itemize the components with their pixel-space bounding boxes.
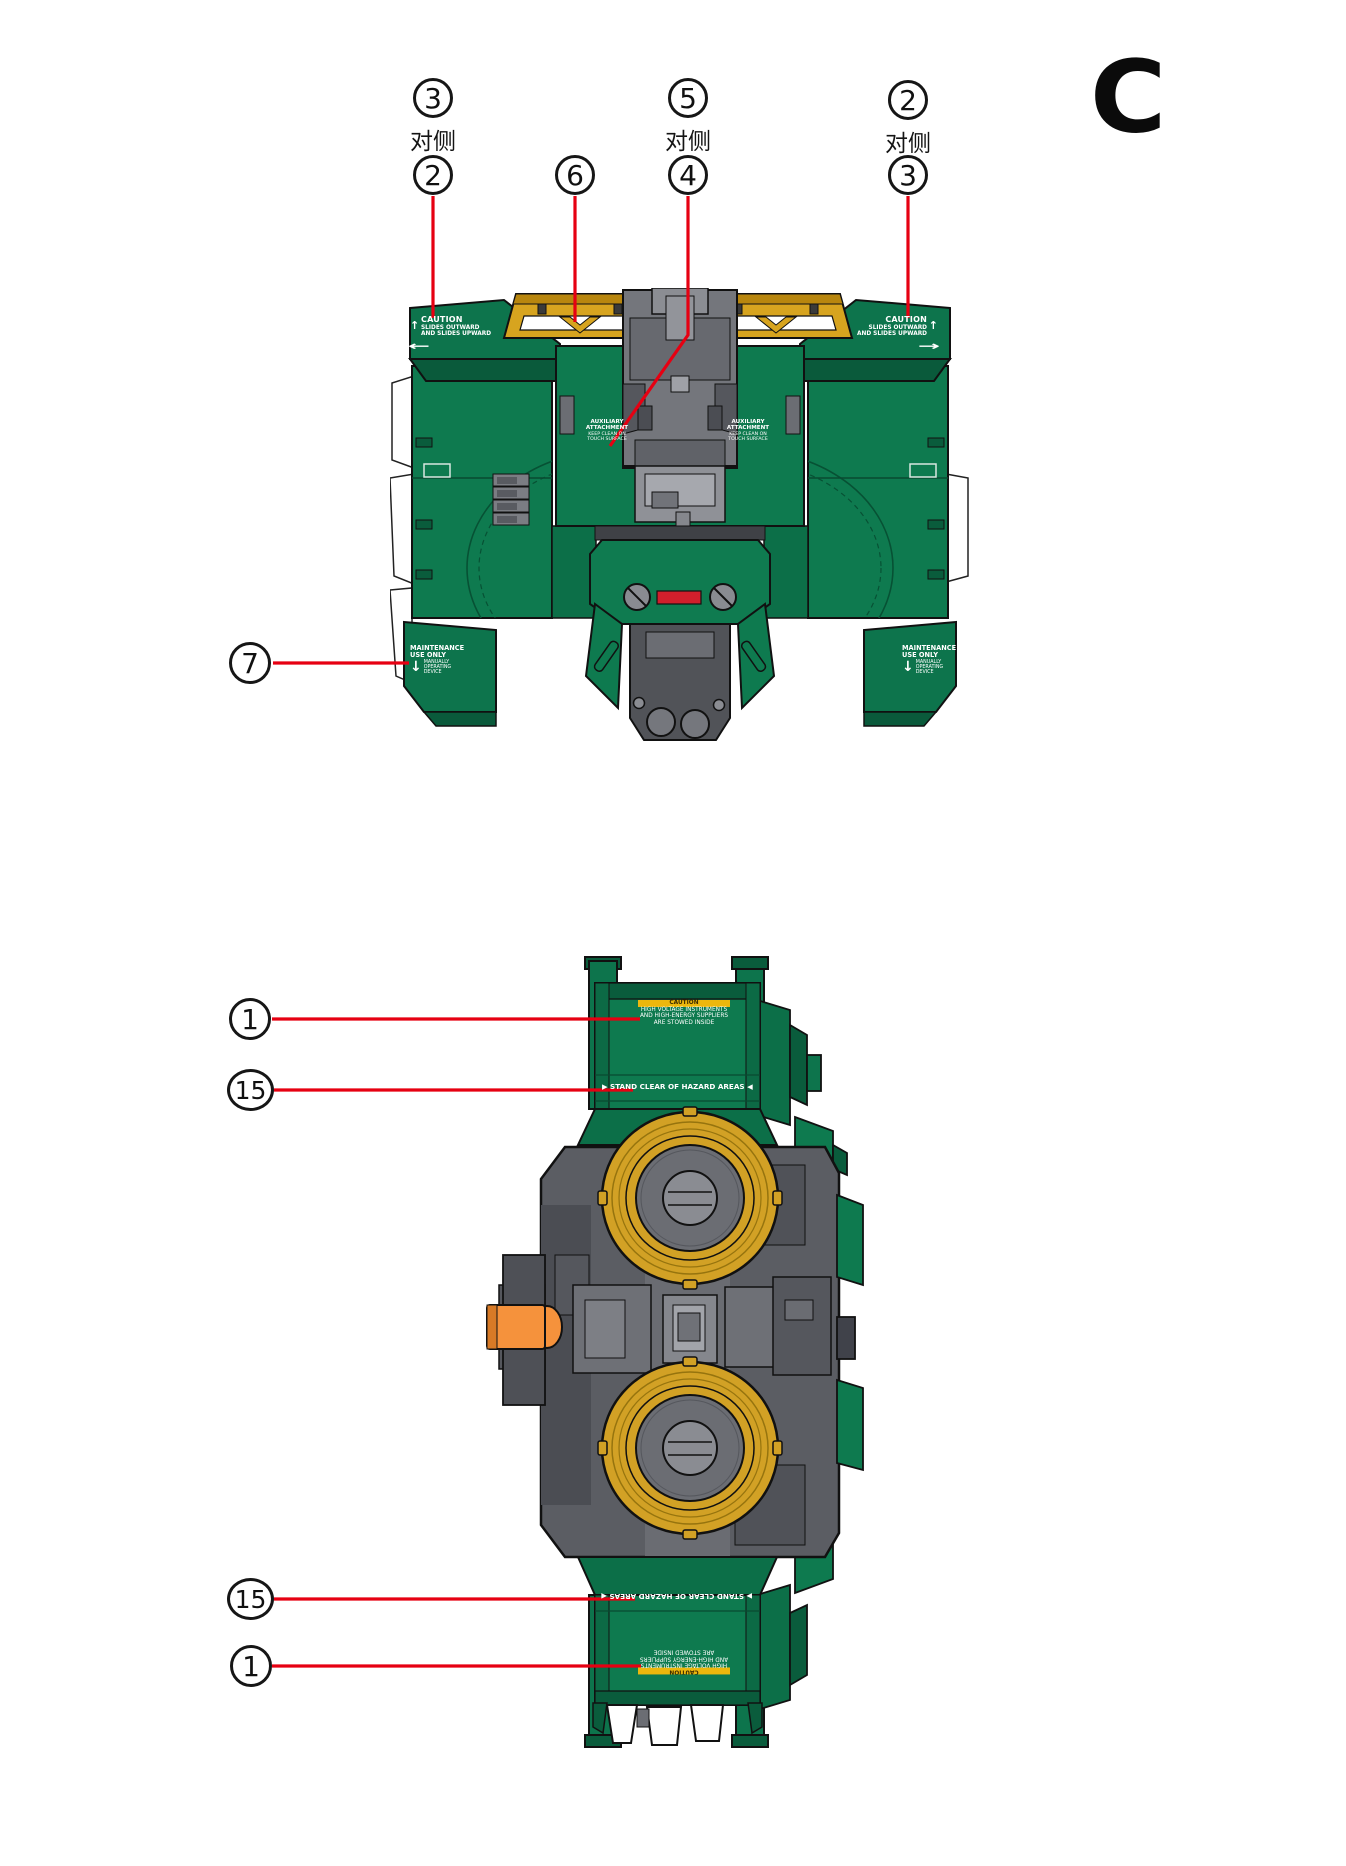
callout-4: 4 <box>668 155 708 195</box>
torso-vent-left <box>559 395 575 435</box>
right-arrow-icon: → <box>917 339 940 353</box>
callout-15-bottom: 15 <box>227 1578 274 1620</box>
section-letter: C <box>1090 38 1166 156</box>
callout-number: 2 <box>424 158 442 192</box>
red-marker <box>656 590 702 605</box>
maint-line1: MAINTENANCE <box>410 644 465 652</box>
white-flaps <box>390 374 969 685</box>
maint-line3: MANUALLY <box>915 659 942 665</box>
opposite-side-note-left: 对侧 <box>410 129 456 155</box>
callout-number: 3 <box>899 158 917 192</box>
left-arrow-icon: ← <box>408 339 431 353</box>
thruster-ring-top <box>597 1106 783 1290</box>
caution-line2: SLIDES OUTWARD <box>421 324 480 331</box>
left-attachment <box>486 1254 563 1406</box>
down-arrow-icon: ↓ <box>902 658 914 675</box>
maint-line4: OPERATING <box>423 665 452 671</box>
opposite-side-note-right: 对侧 <box>885 131 931 157</box>
callout-3-right: 3 <box>888 155 928 195</box>
callout-1-bottom: 1 <box>230 1645 272 1687</box>
caution-line3: AND SLIDES UPWARD <box>856 331 927 338</box>
callout-15-top: 15 <box>227 1069 274 1111</box>
maint-line5: DEVICE <box>915 670 934 676</box>
maint-line3: MANUALLY <box>423 659 450 665</box>
callout-number: 1 <box>242 1649 260 1683</box>
maint-line2: USE ONLY <box>410 651 446 660</box>
hv-line2: AND HIGH-ENERGY SUPPLIERS <box>639 1654 729 1661</box>
down-arrow-icon: ↓ <box>410 658 422 675</box>
caution-line2: SLIDES OUTWARD <box>868 324 927 331</box>
aux-line4: TOUCH SURFACE <box>587 436 627 442</box>
left-wing <box>411 365 553 619</box>
up-arrow-icon: ↑ <box>928 319 938 332</box>
maintenance-flap-left <box>403 620 497 727</box>
callout-number: 4 <box>679 158 697 192</box>
caution-sticker-right: ↑ → CAUTION SLIDES OUTWARD AND SLIDES UP… <box>851 315 940 352</box>
callout-number: 5 <box>679 81 697 115</box>
lower-assembly <box>584 539 776 711</box>
caution-title: CAUTION <box>421 315 463 324</box>
stand-clear-sticker-bottom: ▶ STAND CLEAR OF HAZARD AREAS ◀ <box>601 1592 752 1602</box>
hv-line2: AND HIGH-ENERGY SUPPLIERS <box>639 1013 729 1020</box>
top-view-illustration <box>390 288 969 741</box>
maintenance-sticker-right: MAINTENANCE USE ONLY ↓ MANUALLY OPERATIN… <box>902 644 968 676</box>
maint-line4: OPERATING <box>915 665 944 671</box>
caution-title: CAUTION <box>885 315 927 324</box>
bottom-panel <box>576 1556 779 1706</box>
callout-3-left: 3 <box>413 78 453 118</box>
waist-strip <box>594 525 766 541</box>
aux-line2: ATTACHMENT <box>726 425 770 432</box>
caution-chip: CAUTION <box>638 1667 730 1675</box>
auxiliary-sticker-left: AUXILIARY ATTACHMENT KEEP CLEAN ON TOUCH… <box>572 419 642 442</box>
torso-vent-right <box>785 395 801 435</box>
stand-clear-sticker-top: ▶ STAND CLEAR OF HAZARD AREAS ◀ <box>602 1082 753 1091</box>
callout-2-right: 2 <box>888 80 928 120</box>
callout-number: 15 <box>234 1075 267 1105</box>
hv-line1: HIGH VOLTAGE INSTRUMENTS <box>640 1661 728 1668</box>
auxiliary-sticker-right: AUXILIARY ATTACHMENT KEEP CLEAN ON TOUCH… <box>713 419 783 442</box>
callout-5: 5 <box>668 78 708 118</box>
caution-chip: CAUTION <box>638 1000 730 1007</box>
opposite-side-note-center: 对侧 <box>665 129 711 155</box>
callout-number: 6 <box>566 158 584 192</box>
up-arrow-icon: ↑ <box>410 319 420 332</box>
caution-sticker-left: ↑ ← CAUTION SLIDES OUTWARD AND SLIDES UP… <box>408 315 497 352</box>
callout-number: 7 <box>241 646 259 680</box>
callout-2-left: 2 <box>413 155 453 195</box>
callout-1-top: 1 <box>229 998 271 1040</box>
latch-block <box>634 465 726 529</box>
callout-7: 7 <box>229 642 271 684</box>
aux-line2: ATTACHMENT <box>585 425 629 432</box>
maint-line2: USE ONLY <box>902 651 938 660</box>
right-wing <box>807 365 949 619</box>
maintenance-flap-right <box>863 620 957 727</box>
maint-line1: MAINTENANCE <box>902 644 957 652</box>
thruster-ring-bottom <box>597 1356 783 1540</box>
aux-line3: KEEP CLEAN ON <box>729 431 767 437</box>
callout-number: 1 <box>241 1002 259 1036</box>
callout-number: 3 <box>424 81 442 115</box>
louver-stack <box>492 473 530 526</box>
callout-number: 2 <box>899 83 917 117</box>
aux-line1: AUXILIARY <box>590 419 624 425</box>
bottom-view-illustration <box>486 956 864 1748</box>
hv-line1: HIGH VOLTAGE INSTRUMENTS <box>640 1007 728 1013</box>
aux-line4: TOUCH SURFACE <box>728 436 768 442</box>
hv-line3: ARE STOWED INSIDE <box>653 1019 715 1026</box>
aux-line1: AUXILIARY <box>731 419 765 425</box>
caution-line3: AND SLIDES UPWARD <box>421 331 492 338</box>
callout-number: 15 <box>234 1584 267 1614</box>
high-voltage-sticker-top: CAUTION HIGH VOLTAGE INSTRUMENTS AND HIG… <box>638 1000 730 1026</box>
right-side-plates <box>836 1193 864 1472</box>
aux-line3: KEEP CLEAN ON <box>588 431 626 437</box>
feet-prongs <box>592 1702 763 1746</box>
maintenance-sticker-left: MAINTENANCE USE ONLY ↓ MANUALLY OPERATIN… <box>410 644 476 676</box>
center-foot <box>629 623 731 741</box>
high-voltage-sticker-bottom: CAUTION HIGH VOLTAGE INSTRUMENTS AND HIG… <box>638 1648 730 1675</box>
callout-6: 6 <box>555 155 595 195</box>
mid-mechanisms <box>572 1276 832 1376</box>
maint-line5: DEVICE <box>423 670 442 676</box>
